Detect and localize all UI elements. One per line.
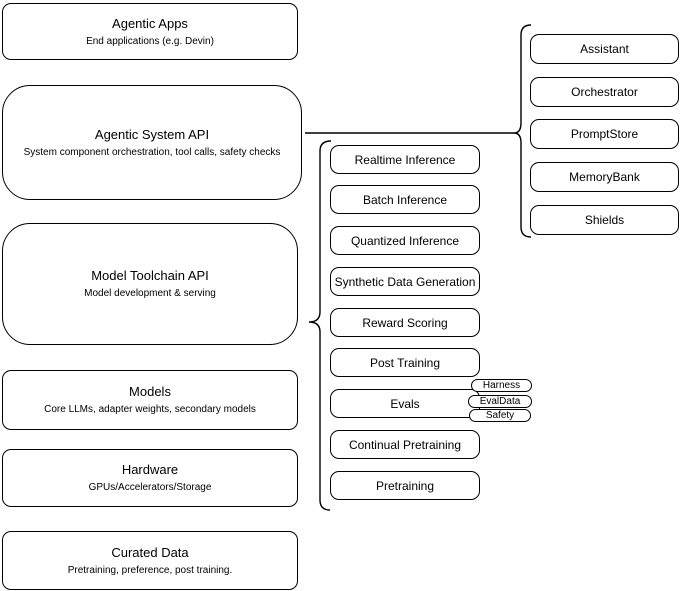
toolchain-box-realtime-inference: Realtime Inference bbox=[330, 145, 480, 174]
toolchain-box-synthetic-data-generation: Synthetic Data Generation bbox=[330, 267, 480, 296]
evals-tag-evaldata: EvalData bbox=[468, 395, 532, 408]
box-title: Agentic Apps bbox=[112, 15, 188, 31]
box-title: Models bbox=[129, 384, 171, 399]
box-models: Models Core LLMs, adapter weights, secon… bbox=[2, 370, 298, 430]
toolchain-box-reward-scoring: Reward Scoring bbox=[330, 308, 480, 337]
box-agentic-apps: Agentic Apps End applications (e.g. Devi… bbox=[2, 3, 298, 60]
box-subtitle: Pretraining, preference, post training. bbox=[67, 564, 233, 576]
toolchain-box-evals: Evals bbox=[330, 389, 480, 418]
toolchain-box-pretraining: Pretraining bbox=[330, 471, 480, 500]
box-subtitle: Model development & serving bbox=[84, 288, 216, 299]
box-curated-data: Curated Data Pretraining, preference, po… bbox=[2, 531, 298, 590]
evals-tag-safety: Safety bbox=[469, 409, 531, 422]
toolchain-box-quantized-inference: Quantized Inference bbox=[330, 226, 480, 255]
toolchain-box-continual-pretraining: Continual Pretraining bbox=[330, 430, 480, 459]
box-title: Agentic System API bbox=[94, 126, 210, 142]
box-agentic-system-api: Agentic System API System component orch… bbox=[2, 85, 302, 200]
box-subtitle: Core LLMs, adapter weights, secondary mo… bbox=[44, 404, 256, 415]
toolchain-group-brace bbox=[308, 140, 332, 511]
box-subtitle: End applications (e.g. Devin) bbox=[86, 35, 214, 47]
box-title: Model Toolchain API bbox=[91, 268, 209, 283]
box-title: Curated Data bbox=[111, 544, 189, 560]
box-subtitle: System component orchestration, tool cal… bbox=[23, 146, 281, 158]
component-box-orchestrator: Orchestrator bbox=[530, 77, 679, 107]
toolchain-box-batch-inference: Batch Inference bbox=[330, 185, 480, 214]
component-box-assistant: Assistant bbox=[530, 34, 679, 64]
box-title: Hardware bbox=[121, 462, 179, 477]
component-box-promptstore: PromptStore bbox=[530, 119, 679, 149]
toolchain-box-post-training: Post Training bbox=[330, 348, 480, 377]
component-box-memorybank: MemoryBank bbox=[530, 162, 679, 192]
box-subtitle: GPUs/Accelerators/Storage bbox=[88, 482, 212, 493]
box-model-toolchain-api: Model Toolchain API Model development & … bbox=[2, 223, 298, 345]
system-components-brace bbox=[513, 24, 532, 238]
evals-tag-harness: Harness bbox=[471, 379, 532, 392]
box-hardware: Hardware GPUs/Accelerators/Storage bbox=[2, 449, 298, 507]
component-box-shields: Shields bbox=[530, 205, 679, 235]
